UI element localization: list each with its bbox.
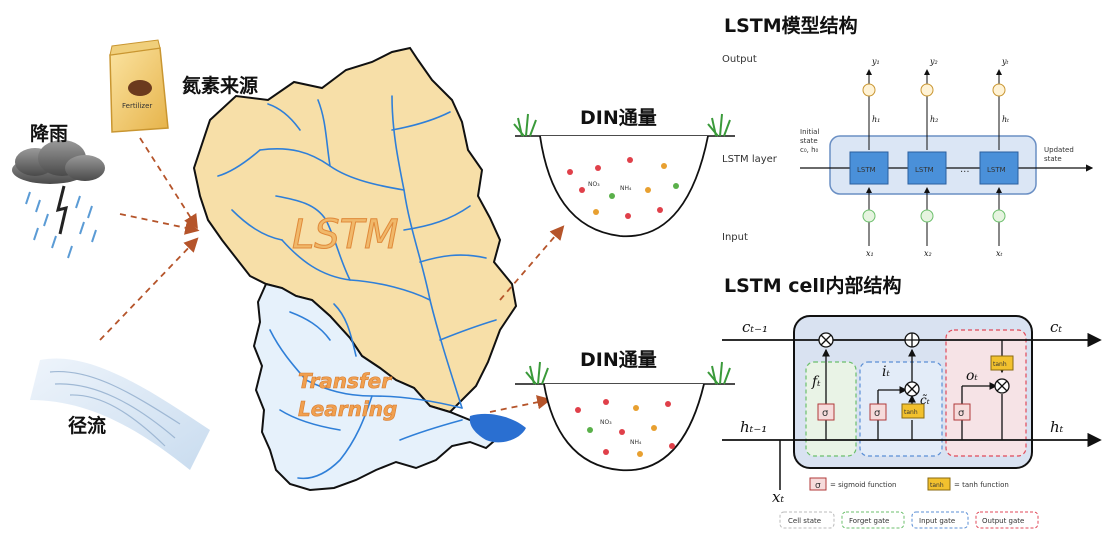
svg-text:LSTM: LSTM (987, 166, 1006, 174)
initial-state-3: c₀, h₀ (800, 146, 819, 154)
initial-state-2: state (800, 137, 818, 145)
x-t-label: xₜ (772, 488, 784, 506)
svg-text:σ: σ (822, 408, 829, 419)
h-t-label: hₜ (1050, 418, 1064, 436)
tanh-box: tanh (990, 355, 1014, 371)
svg-text:x₁: x₁ (866, 249, 874, 258)
lstm-unit-1: LSTM (849, 151, 889, 185)
nutrient-particles: NO₃ NH₄ (575, 399, 675, 457)
input-arrows (99, 137, 200, 341)
svg-text:hₜ: hₜ (1002, 115, 1009, 124)
watershed-map: LSTM Transfer Learning (192, 46, 526, 492)
transfer-label-2: Learning (298, 397, 397, 421)
grass-icon (525, 361, 731, 385)
svg-text:Forget gate: Forget gate (849, 517, 889, 525)
c-prev-label: cₜ₋₁ (742, 318, 768, 336)
lstm-cell-title: LSTM cell内部结构 (724, 274, 901, 297)
svg-text:Input gate: Input gate (919, 517, 955, 525)
fertilizer-bag-icon: Fertilizer (109, 39, 169, 133)
svg-text:tanh: tanh (930, 482, 944, 489)
ellipsis: ... (960, 164, 970, 175)
updated-state-2: state (1044, 155, 1062, 163)
svg-text:Output gate: Output gate (982, 517, 1024, 525)
svg-text:σ: σ (815, 481, 821, 491)
gate-legend: Cell state Forget gate Input gate Output… (779, 511, 1039, 529)
din-bottom-label: DIN通量 (580, 349, 657, 371)
rain-label: 降雨 (30, 122, 68, 145)
lstm-cell-structure: LSTM cell内部结构 (722, 274, 1102, 529)
nutrient-particles: NO₃ NH₄ (567, 157, 679, 219)
grass-icon (513, 113, 731, 137)
sigma-box: σ (953, 403, 971, 421)
svg-text:y₁: y₁ (871, 57, 880, 66)
svg-text:yₜ: yₜ (1001, 57, 1009, 66)
sigma-box: σ (869, 403, 887, 421)
svg-text:h₁: h₁ (872, 115, 880, 124)
nitrogen-source-label: 氮素来源 (182, 74, 258, 97)
no3-tag: NO₃ (600, 419, 612, 426)
svg-text:tanh: tanh (904, 409, 918, 416)
no3-tag: NO₃ (588, 181, 600, 188)
svg-text:LSTM: LSTM (915, 166, 934, 174)
c-t-label: cₜ (1050, 318, 1062, 336)
fertilizer-text: Fertilizer (122, 102, 152, 110)
svg-text:Cell state: Cell state (788, 517, 821, 525)
output-label: Output (722, 54, 757, 65)
i-t-label: iₜ (882, 364, 890, 380)
svg-text:y₂: y₂ (929, 57, 938, 66)
transfer-label-1: Transfer (298, 369, 392, 393)
svg-text:σ: σ (874, 408, 881, 419)
h-prev-label: hₜ₋₁ (740, 418, 767, 436)
o-t-label: oₜ (966, 368, 978, 384)
function-legend: σ = sigmoid function tanh = tanh functio… (809, 477, 1009, 491)
lstm-map-label: LSTM (292, 212, 399, 258)
initial-state-1: Initial (800, 128, 819, 136)
transfer-basin (252, 282, 502, 492)
svg-text:xₜ: xₜ (996, 249, 1003, 258)
svg-text:x₂: x₂ (924, 249, 932, 258)
svg-text:h₂: h₂ (930, 115, 938, 124)
updated-state-1: Updated (1044, 146, 1074, 154)
din-pond-top: DIN通量 NO₃ NH₄ (513, 107, 735, 237)
din-top-label: DIN通量 (580, 107, 657, 129)
runoff-label: 径流 (68, 414, 106, 437)
runoff-stream-icon (30, 358, 210, 470)
svg-text:= tanh function: = tanh function (954, 481, 1009, 489)
f-t-label: fₜ (811, 374, 821, 390)
output-arrows (489, 225, 565, 413)
nh4-tag: NH₄ (630, 439, 642, 446)
nh4-tag: NH₄ (620, 185, 632, 192)
lstm-unit-t: LSTM (979, 151, 1019, 185)
tanh-box: tanh (901, 403, 925, 419)
rain-cloud-icon (12, 140, 105, 259)
lstm-layer-label: LSTM layer (722, 154, 778, 165)
svg-text:= sigmoid function: = sigmoid function (830, 481, 896, 489)
svg-text:LSTM: LSTM (857, 166, 876, 174)
lstm-unit-2: LSTM (907, 151, 947, 185)
din-pond-bottom: DIN通量 NO₃ NH₄ (515, 349, 735, 472)
input-label: Input (722, 232, 748, 243)
svg-text:tanh: tanh (993, 361, 1007, 368)
svg-text:σ: σ (958, 408, 965, 419)
lstm-model-structure: LSTM模型结构 Output LSTM layer Input Initial… (722, 14, 1094, 258)
lstm-model-title: LSTM模型结构 (724, 14, 858, 37)
sigma-box: σ (817, 403, 835, 421)
c-tilde-label: c̃ₜ (920, 393, 930, 407)
